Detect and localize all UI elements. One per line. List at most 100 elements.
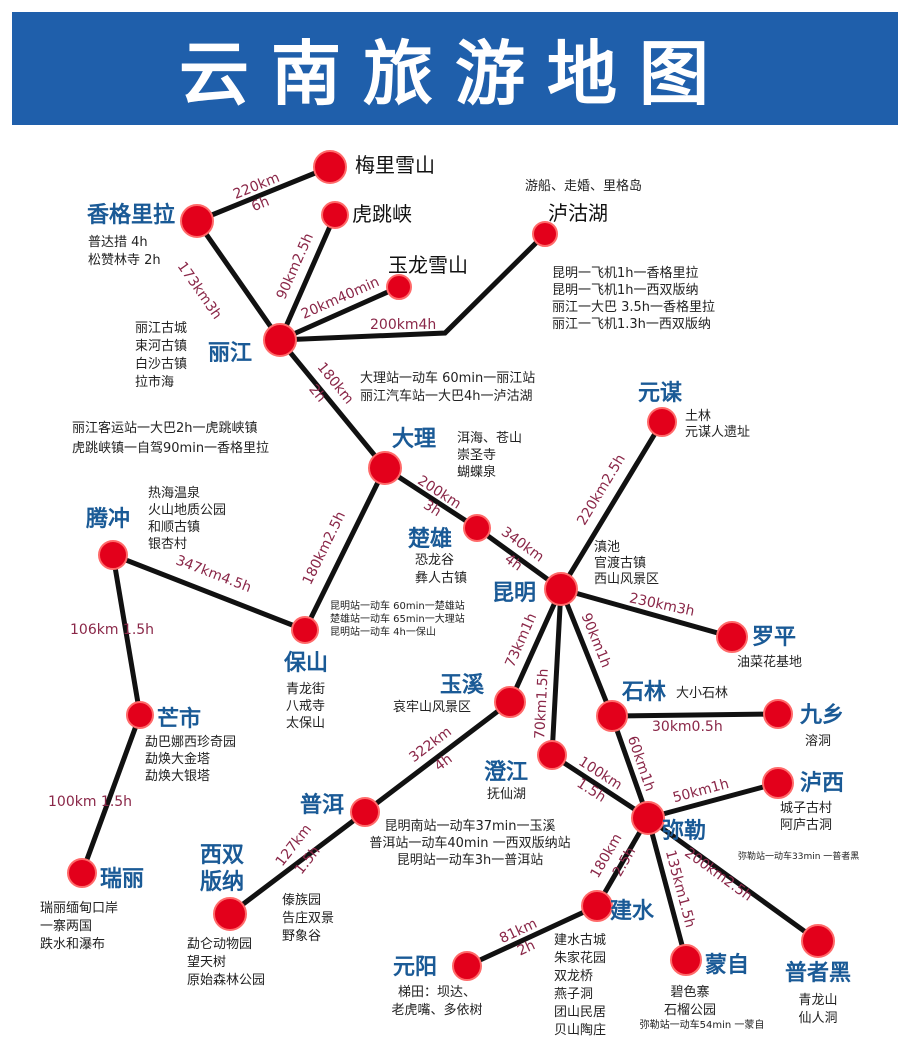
transport-note-flights: 昆明一飞机1h一香格里拉 — [552, 265, 699, 281]
transport-note-mile-puzhehei: 弥勒站一动车33min 一普者黑 — [738, 850, 859, 862]
transport-note-dali-lijiang: 大理站一动车 60min一丽江站 — [360, 370, 535, 386]
map-title: 云南旅游地图 — [179, 33, 731, 115]
location-node-baoshan[interactable] — [291, 616, 319, 644]
location-name-shangri: 香格里拉 — [87, 202, 175, 228]
route-distance-label: 70km1.5h — [532, 668, 552, 739]
location-node-jianshui[interactable] — [581, 890, 613, 922]
attraction-text: 傣族园 — [282, 892, 321, 908]
attraction-text: 建水古城 — [554, 933, 606, 948]
attraction-text: 游船、走婚、里格岛 — [525, 178, 642, 194]
attraction-text: 彝人古镇 — [415, 570, 467, 586]
attraction-text: 望天树 — [187, 954, 226, 970]
location-node-yuanyang[interactable] — [452, 951, 482, 981]
attraction-text: 普达措 4h — [88, 235, 148, 250]
attraction-text: 青龙街 — [286, 682, 325, 697]
attraction-text: 火山地质公园 — [148, 503, 226, 518]
location-node-ruili[interactable] — [67, 858, 97, 888]
route-chengjiang-mile — [549, 752, 651, 821]
attraction-text: 溶洞 — [805, 734, 831, 749]
location-node-puzhehei[interactable] — [801, 924, 835, 958]
location-node-xsbn[interactable] — [213, 897, 247, 931]
location-name-mile: 弥勒 — [662, 818, 706, 844]
title-banner: 云南旅游地图 — [12, 12, 898, 125]
location-node-luoping[interactable] — [716, 621, 748, 653]
location-node-yuanmou[interactable] — [647, 407, 677, 437]
transport-note-kunming-baoshan: 昆明站一动车 4h一保山 — [330, 625, 436, 638]
location-node-hutiao[interactable] — [321, 201, 349, 229]
location-name-baoshan: 保山 — [283, 651, 328, 676]
location-node-lijiang[interactable] — [263, 323, 297, 357]
attraction-text: 老虎嘴、多依树 — [391, 1002, 482, 1018]
transport-note-flights: 丽江一大巴 3.5h一香格里拉 — [552, 299, 715, 315]
route-mile-luxi — [645, 780, 781, 821]
attraction-text: 勐仑动物园 — [187, 937, 252, 952]
attraction-text: 官渡古镇 — [594, 555, 646, 571]
attraction-text: 跌水和瀑布 — [40, 936, 105, 952]
route-jianshui-yuanyang — [464, 903, 600, 969]
route-kunming-chengjiang — [549, 586, 564, 758]
location-node-chengjiang[interactable] — [537, 740, 567, 770]
location-node-chuxiong[interactable] — [463, 514, 491, 542]
location-name-jianshui: 建水 — [610, 899, 655, 924]
location-node-yuxi[interactable] — [494, 686, 526, 718]
location-node-luxi[interactable] — [762, 767, 794, 799]
attraction-text: 朱家花园 — [554, 950, 606, 966]
attraction-text: 土林 — [685, 409, 711, 424]
location-name-yuxi: 玉溪 — [440, 673, 485, 698]
location-name-xsbn: 西双 — [200, 843, 244, 868]
location-node-dali[interactable] — [368, 451, 402, 485]
location-name-lijiang: 丽江 — [208, 341, 252, 366]
location-node-shilin[interactable] — [596, 700, 628, 732]
route-dali-chuxiong — [382, 465, 480, 531]
location-node-mengzi[interactable] — [670, 944, 702, 976]
location-name-hutiao: 虎跳峡 — [352, 202, 412, 226]
transport-note-kunming-baoshan: 昆明站一动车 60min一楚雄站 — [330, 599, 465, 612]
transport-notes: 大理站一动车 60min一丽江站丽江汽车站一大巴4h一泸沽湖丽江客运站一大巴2h… — [72, 265, 859, 1031]
location-node-yulong[interactable] — [386, 274, 412, 300]
location-node-tengchong[interactable] — [98, 540, 128, 570]
attraction-text: 原始森林公园 — [187, 973, 265, 988]
location-name-kunming: 昆明 — [492, 581, 536, 606]
location-name-jiuxiang: 九乡 — [799, 703, 844, 728]
attraction-text: 热海温泉 — [148, 485, 200, 501]
attraction-text: 哀牢山风景区 — [393, 700, 471, 715]
location-node-meili[interactable] — [313, 150, 347, 184]
route-lijiang-hutiao — [277, 212, 338, 343]
route-distance-label: 73km1h — [502, 611, 540, 670]
route-distance-label: 100km 1.5h — [48, 794, 132, 810]
transport-note-flights: 丽江一飞机1.3h一西双版纳 — [552, 317, 711, 332]
route-distance-label: 4h — [432, 751, 456, 774]
route-dali-baoshan — [302, 465, 388, 633]
route-mile-puzhehei — [645, 815, 821, 944]
attraction-text: 贝山陶庄 — [554, 1022, 606, 1038]
attraction-text: 八戒寺 — [286, 699, 325, 714]
attraction-text: 束河古镇 — [135, 339, 187, 354]
attraction-text: 元谋人遗址 — [685, 425, 750, 440]
attraction-text: 松赞林寺 2h — [88, 253, 161, 268]
location-name-luoping: 罗平 — [752, 625, 796, 650]
attraction-text: 勐焕大金塔 — [145, 751, 210, 767]
route-shangri-lijiang — [194, 218, 283, 343]
attraction-text: 银杏村 — [148, 537, 187, 552]
route-tengchong-mangshi — [110, 552, 143, 718]
location-node-kunming[interactable] — [544, 572, 578, 606]
attraction-text: 野象谷 — [282, 929, 321, 944]
location-name-dali: 大理 — [392, 427, 436, 452]
location-node-mile[interactable] — [631, 801, 665, 835]
route-distance-label: 347km4.5h — [173, 553, 253, 596]
location-node-puer[interactable] — [350, 797, 380, 827]
location-name-mangshi: 芒市 — [157, 706, 201, 732]
location-name-ruili: 瑞丽 — [100, 867, 144, 892]
transport-note-flights: 昆明一飞机1h一西双版纳 — [552, 283, 699, 298]
location-node-shangri[interactable] — [180, 204, 214, 238]
location-name-mengzi: 蒙自 — [705, 952, 749, 978]
attraction-text: 青龙山 — [798, 993, 837, 1008]
transport-note-kunming-puer: 昆明南站一动车37min一玉溪 — [384, 818, 555, 834]
location-node-jiuxiang[interactable] — [763, 699, 793, 729]
location-node-lugu[interactable] — [532, 221, 558, 247]
location-nodes — [67, 150, 835, 981]
location-node-mangshi[interactable] — [126, 701, 154, 729]
route-kunming-yuanmou — [558, 419, 665, 592]
route-distance-label: 180km2.5h — [300, 509, 349, 588]
